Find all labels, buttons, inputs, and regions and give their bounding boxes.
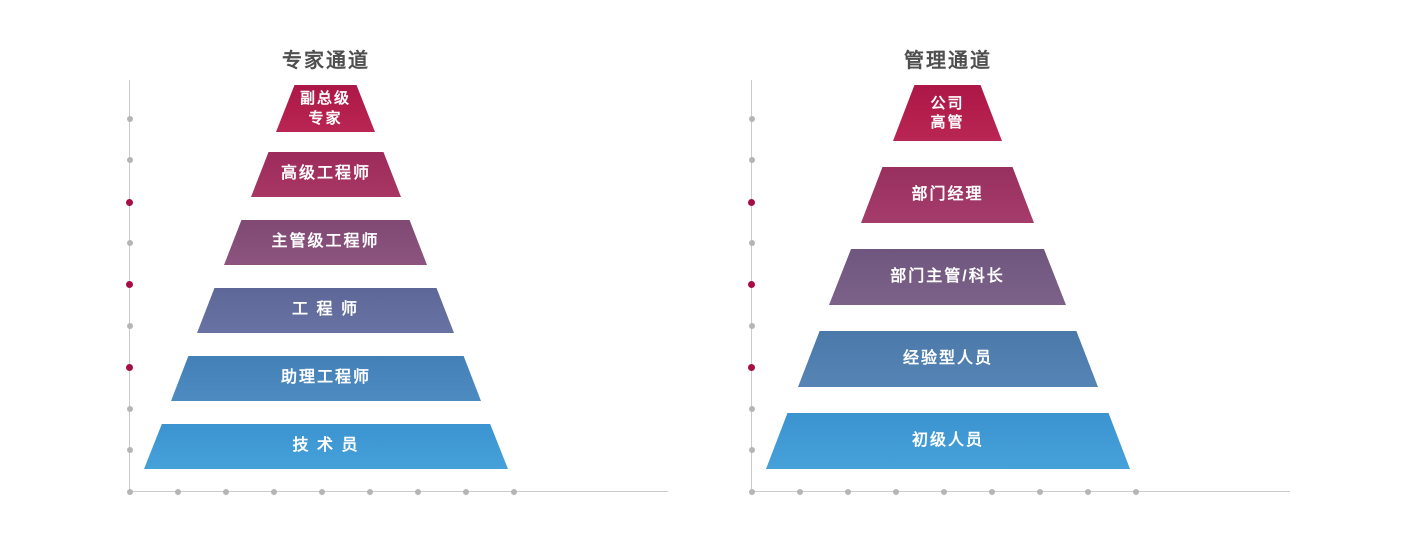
level-label: 副总级 专家 [299, 90, 351, 127]
pyramid-level-4: 经验型人员 [798, 331, 1098, 387]
pyramid-level-4: 工 程 师 [197, 288, 454, 333]
panel-management-channel: 管理通道 公司 高管 部门经理 部门主管/科长 经验型人员 初级人员 [622, 0, 1331, 543]
axis-dot-gray [845, 489, 851, 495]
axis-dot-gray [1085, 489, 1091, 495]
axis-dot-red [126, 199, 133, 206]
axis-dot-gray [797, 489, 803, 495]
axis-dot-gray [367, 489, 373, 495]
panel-title-management: 管理通道 [904, 50, 992, 72]
axis-dot-gray [749, 489, 755, 495]
level-label: 工 程 师 [292, 301, 359, 319]
pyramid-level-5: 初级人员 [766, 413, 1130, 469]
axis-dot-gray [127, 240, 133, 246]
pyramid-level-2: 高级工程师 [251, 152, 401, 197]
axis-dot-gray [1037, 489, 1043, 495]
axis-dot-gray [989, 489, 995, 495]
x-axis [129, 491, 668, 492]
axis-dot-gray [127, 116, 133, 122]
axis-dot-gray [127, 489, 133, 495]
level-label: 助理工程师 [280, 369, 371, 387]
level-label: 技 术 员 [292, 437, 360, 455]
pyramid-level-6: 技 术 员 [144, 424, 508, 469]
level-label: 公司 高管 [930, 94, 965, 132]
axis-dot-gray [271, 489, 277, 495]
axis-dot-red [748, 364, 755, 371]
pyramid-level-2: 部门经理 [861, 167, 1034, 223]
axis-dot-gray [127, 406, 133, 412]
axis-dot-gray [749, 240, 755, 246]
axis-dot-gray [749, 447, 755, 453]
axis-dot-gray [319, 489, 325, 495]
axis-dot-gray [127, 323, 133, 329]
axis-dot-gray [223, 489, 229, 495]
axis-dot-gray [127, 157, 133, 163]
axis-dot-gray [749, 157, 755, 163]
axis-dot-gray [1133, 489, 1139, 495]
axis-dot-red [748, 199, 755, 206]
level-label: 初级人员 [911, 431, 984, 449]
panel-title-expert: 专家通道 [282, 50, 370, 72]
axis-dot-gray [893, 489, 899, 495]
axis-dot-gray [463, 489, 469, 495]
axis-dot-red [126, 281, 133, 288]
pyramid-level-1: 公司 高管 [893, 85, 1002, 141]
axis-dot-gray [749, 323, 755, 329]
pyramid-level-5: 助理工程师 [171, 356, 481, 401]
level-label: 经验型人员 [902, 349, 993, 367]
x-axis [751, 491, 1290, 492]
axis-dot-gray [749, 406, 755, 412]
level-label: 部门经理 [911, 185, 984, 203]
level-label: 高级工程师 [280, 165, 371, 183]
axis-dot-gray [127, 447, 133, 453]
level-label: 主管级工程师 [271, 233, 380, 251]
axis-dot-gray [415, 489, 421, 495]
pyramid-level-1: 副总级 专家 [276, 85, 375, 132]
pyramid-level-3: 主管级工程师 [224, 220, 427, 265]
level-label: 部门主管/科长 [890, 267, 1005, 285]
axis-dot-gray [511, 489, 517, 495]
axis-dot-red [748, 281, 755, 288]
panel-expert-channel: 专家通道 副总级 专家 高级工程师 主管级工程师 工 程 师 助理工程师 技 术… [126, 50, 668, 495]
axis-dot-gray [749, 116, 755, 122]
axis-dot-red [126, 364, 133, 371]
pyramid-level-3: 部门主管/科长 [829, 249, 1066, 305]
axis-dot-gray [941, 489, 947, 495]
axis-dot-gray [175, 489, 181, 495]
